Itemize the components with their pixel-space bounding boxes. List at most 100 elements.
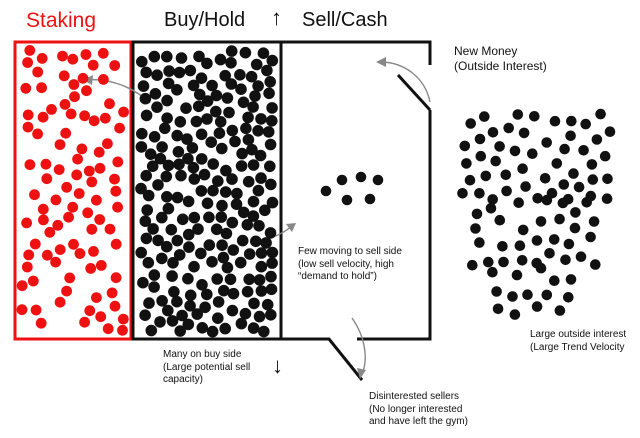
staking-token-dot [37,203,49,215]
holder-dot [188,260,200,273]
holder-dot [231,187,243,200]
staking-token-dot [21,217,32,229]
holder-dot [161,94,173,107]
holder-dot [264,227,277,239]
outside-interest-dot [590,259,601,270]
holder-dot [252,80,264,92]
outside-interest-dot [573,181,585,193]
staking-token-dot [57,50,68,62]
staking-token-dot [44,226,56,238]
staking-token-dot [23,249,35,261]
staking-token-dot [102,323,114,335]
outside-interest-dot [551,158,563,169]
holder-dot [227,287,240,300]
outside-interest-dot [575,251,587,262]
staking-token-dot [87,59,99,71]
outside-interest-dot [483,256,494,268]
outside-interest-dot [578,145,589,156]
holder-dot [156,252,168,265]
holder-dot [161,112,173,124]
holder-dot [188,173,201,185]
outside-interest-dot [517,163,528,174]
holder-dot [225,45,238,57]
staking-token-dot [91,194,102,206]
holder-dot [159,122,171,135]
holder-dot [212,175,224,187]
holder-dot [237,96,250,109]
outside-interest-dot [568,168,579,179]
holder-dot [145,324,158,337]
staking-token-dot [86,176,98,188]
holder-dot [140,66,152,79]
staking-token-dot [104,98,115,110]
holder-dot [226,304,239,317]
holder-dot [266,54,279,67]
holder-dot [266,196,279,209]
holder-dot [250,235,262,248]
holder-dot [142,189,155,202]
holder-dot [234,256,247,269]
holder-dot [225,57,237,69]
staking-token-dot [83,165,95,177]
holder-dot [214,53,227,66]
staking-token-dot [41,173,53,185]
few-moving-note: Few moving to sell side (low sell veloci… [298,246,402,284]
outside-interest-dot [587,174,599,185]
holder-dot [136,55,148,68]
outside-interest-dot [570,207,581,218]
holder-dot [225,78,238,90]
holder-dot [210,89,223,102]
holder-dot [247,101,259,113]
holder-dot [263,87,275,100]
staking-token-dot [32,128,43,140]
holder-dot [188,211,201,224]
holder-dot [139,215,152,227]
outside-interest-dot [539,173,551,184]
holder-dot [161,50,173,63]
outside-interest-dot [514,240,526,251]
holder-dot [181,133,193,145]
holder-dot [213,127,226,139]
few-moving-line-3: “demand to hold”) [298,271,377,282]
staking-token-dot [64,272,76,284]
staking-token-dot [95,260,107,271]
holder-dot [248,297,260,310]
staking-token-dot [118,106,129,118]
holder-dot [235,317,248,330]
outside-interest-dot [500,169,512,181]
outside-interest-dot [595,108,606,120]
sell-cash-title: Sell/Cash [302,9,388,31]
holder-dot [219,322,231,335]
outside-interest-dot [566,115,577,127]
holder-dot [156,295,168,307]
holder-dot [182,228,195,241]
holder-dot [182,195,195,208]
outside-interest-dot [467,259,478,271]
holder-dot [147,223,159,235]
outside-interest-dot [459,140,471,152]
staking-token-dot [88,246,99,257]
holder-dot [195,185,208,197]
staking-token-dot [69,91,80,103]
holder-dot [237,206,250,219]
holder-dot [176,213,189,226]
staking-token-dot [16,304,28,316]
outside-interest-dot [509,309,521,320]
new-money-line-1: New Money [454,44,518,58]
outside-interest-dot [531,301,543,312]
holder-dot [219,69,231,82]
holder-dot [184,289,197,302]
outside-interest-dot [487,194,499,205]
many-buy-note: Many on buy side (Large potential sell c… [163,349,250,387]
holder-dot [156,211,168,224]
holder-dot [243,248,256,260]
holder-dot [196,279,208,291]
holder-dot [218,284,230,297]
holder-dot [221,92,234,104]
outside-interest-dot [480,170,492,182]
many-buy-line-3: capacity) [163,374,204,385]
holder-dot [206,79,218,92]
holder-dot [215,211,228,223]
staking-token-dot [67,201,79,213]
outside-interest-dot [557,197,569,209]
